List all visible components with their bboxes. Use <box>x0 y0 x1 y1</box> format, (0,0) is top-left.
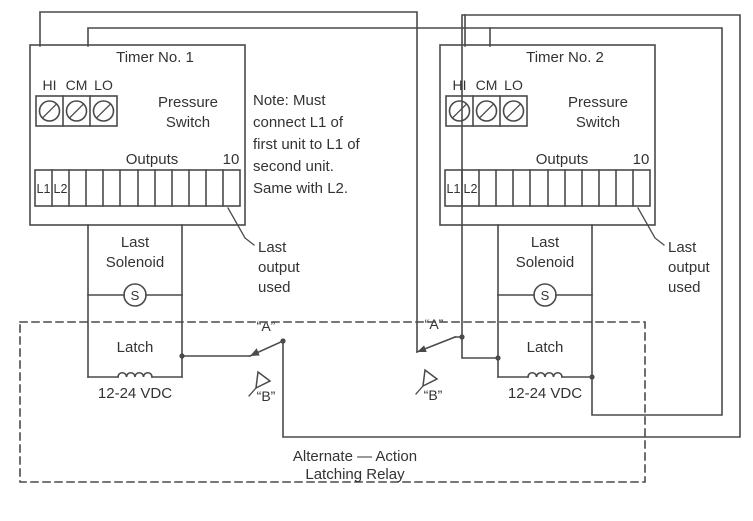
screw-terminal-icon <box>502 100 525 122</box>
timer1-unit: Timer No. 1 HI CM LO Pressure Switch Out… <box>29 44 301 402</box>
note-line: second unit. <box>253 158 334 175</box>
timer2-outputs-label: Outputs <box>536 151 589 168</box>
timer2-last-output-callout: Last <box>668 239 697 256</box>
timer1-l2-cell: L2 <box>54 182 68 196</box>
timer1-last-output-callout: Last <box>258 239 287 256</box>
timer2-outputs-count: 10 <box>633 151 650 168</box>
solenoid-icon <box>123 283 147 307</box>
note-line: connect L1 of <box>253 114 344 131</box>
timer1-terminal-cm-label: CM <box>66 77 88 93</box>
timer1-outputs-label: Outputs <box>126 151 179 168</box>
relay-contact-set-1: “A” “B” <box>248 318 285 404</box>
timer2-latch-voltage: 12-24 VDC <box>508 385 582 402</box>
junction-dot <box>459 334 465 340</box>
timer1-rails <box>87 224 183 378</box>
timer2-last-solenoid-label: Last <box>531 234 560 251</box>
timer2-terminal-hi-label: HI <box>453 77 467 93</box>
note-line: Note: Must <box>253 92 326 109</box>
timer1-terminal-dividers <box>62 95 91 127</box>
latching-relay-boundary <box>19 321 646 483</box>
timer2-terminal-lo-label: LO <box>504 77 523 93</box>
contact-a-label: “A” <box>257 318 276 334</box>
timer2-last-solenoid-label: Solenoid <box>516 254 574 271</box>
timer1-box <box>29 44 246 226</box>
relay-contact-set-2: “A” “B” <box>415 316 457 403</box>
wire-contact2-to-latch2 <box>461 336 499 359</box>
timer1-terminal-hi-label: HI <box>43 77 57 93</box>
note-line: Same with L2. <box>253 180 348 197</box>
timer2-rails <box>497 224 593 378</box>
timer1-pressure-switch-label: Pressure <box>158 94 218 111</box>
timer2-box <box>439 44 656 226</box>
timer2-unit: Timer No. 2 HI CM LO Pressure Switch Out… <box>439 44 711 402</box>
timer2-l2-cell: L2 <box>464 182 478 196</box>
junction-dot <box>179 353 185 359</box>
timer1-latch-voltage: 12-24 VDC <box>98 385 172 402</box>
note-line: first unit to L1 of <box>253 136 361 153</box>
screw-terminal-icon <box>38 100 61 122</box>
timer1-solenoid-symbol: S <box>131 288 140 303</box>
timer1-last-output-callout: output <box>258 259 301 276</box>
timer2-l1-cell: L1 <box>447 182 461 196</box>
screw-terminal-icon <box>475 100 498 122</box>
timer1-terminal-block <box>35 95 118 127</box>
timer1-coil-icon <box>117 371 153 378</box>
timer1-last-solenoid-label: Last <box>121 234 150 251</box>
contact-b-label: “B” <box>257 388 276 404</box>
screw-terminal-icon <box>65 100 88 122</box>
timer1-terminal-lo-label: LO <box>94 77 113 93</box>
contact-b-label: “B” <box>424 387 443 403</box>
contact-a-label: “A” <box>425 316 444 332</box>
caption-line: Latching Relay <box>305 466 405 483</box>
timer1-last-solenoid-label: Solenoid <box>106 254 164 271</box>
contact-b-stub <box>415 385 424 395</box>
timer2-outputs-dividers <box>461 169 634 207</box>
timer1-outputs-count: 10 <box>223 151 240 168</box>
contact-arm-arrowhead-icon <box>417 345 427 352</box>
timer2-pressure-switch-label: Switch <box>576 114 620 131</box>
screw-terminal-icon <box>448 100 471 122</box>
timer2-solenoid-symbol: S <box>541 288 550 303</box>
solenoid-icon <box>533 283 557 307</box>
timer1-latch-label: Latch <box>117 339 154 356</box>
timer2-terminal-cm-label: CM <box>476 77 498 93</box>
junction-dot <box>495 355 501 361</box>
timer2-last-output-callout: used <box>668 279 701 296</box>
timer2-callout-leader <box>637 207 665 246</box>
timer1-outputs-dividers <box>51 169 224 207</box>
timer1-callout-leader <box>227 207 255 246</box>
wire-l2-top-link <box>87 27 723 416</box>
timer1-title: Timer No. 1 <box>116 49 194 66</box>
contact-b-stub <box>248 387 257 397</box>
timer2-pressure-switch-label: Pressure <box>568 94 628 111</box>
timer1-pressure-switch-label: Switch <box>166 114 210 131</box>
caption-line: Alternate — Action <box>293 448 417 465</box>
contact-arm-arrowhead-icon <box>250 348 260 356</box>
contact-b-throw-icon <box>422 368 439 388</box>
timer2-terminal-block <box>445 95 528 127</box>
timer2-terminal-dividers <box>472 95 501 127</box>
junction-dot <box>589 374 595 380</box>
timer1-l1-cell: L1 <box>37 182 51 196</box>
timer2-last-output-callout: output <box>668 259 711 276</box>
contact-b-throw-icon <box>255 370 272 390</box>
timer2-latch-label: Latch <box>527 339 564 356</box>
caption: Alternate — Action Latching Relay <box>293 448 417 483</box>
timer2-title: Timer No. 2 <box>526 49 604 66</box>
timer2-coil-icon <box>527 371 563 378</box>
wire-l1-top-link <box>39 11 418 353</box>
note: Note: Must connect L1 of first unit to L… <box>253 92 361 197</box>
timer1-last-output-callout: used <box>258 279 291 296</box>
screw-terminal-icon <box>92 100 115 122</box>
